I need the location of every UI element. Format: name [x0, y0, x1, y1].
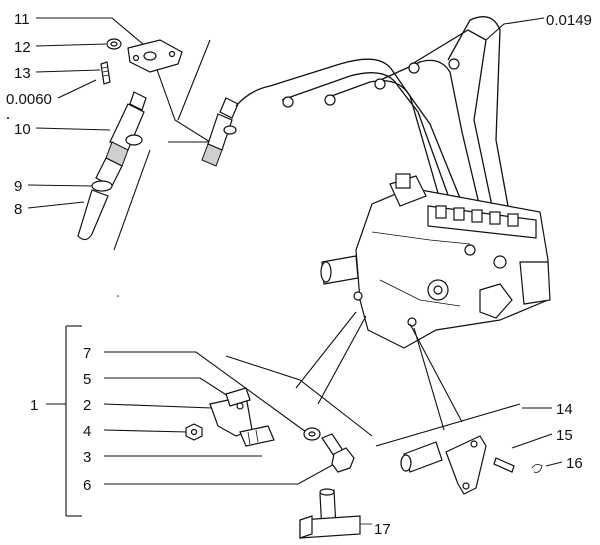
callout-9: 9	[14, 178, 22, 195]
callout-0060: 0.0060	[6, 91, 52, 108]
detail-frame-line-2	[375, 403, 521, 447]
injector-pointer-line	[149, 49, 212, 143]
leaders-lever-group	[511, 407, 563, 467]
callout-12: 12	[14, 39, 31, 56]
detail-frame-line-1	[225, 355, 373, 437]
callout-7: 7	[83, 345, 91, 362]
callout-13: 13	[14, 65, 31, 82]
callout-10: 10	[14, 121, 31, 138]
injector-bracket-upper	[177, 39, 211, 121]
callout-11: 11	[14, 11, 30, 28]
scan-speck	[117, 295, 119, 297]
callout-0149: 0.0149	[546, 12, 592, 29]
injection-pipes	[235, 16, 509, 209]
callout-8: 8	[14, 201, 22, 218]
callout-6: 6	[83, 477, 91, 494]
item-17-bracket	[299, 488, 372, 539]
callout-4: 4	[83, 423, 91, 440]
injector-right	[201, 97, 239, 167]
injector-bracket-lower	[113, 149, 151, 251]
leaders-bracket-group	[103, 351, 339, 485]
callout-2: 2	[83, 397, 91, 414]
injection-pump	[320, 173, 551, 349]
scan-speck	[7, 117, 9, 119]
leaders-injector	[27, 17, 151, 209]
callout-17: 17	[374, 521, 391, 538]
throttle-bracket-parts	[185, 387, 355, 473]
callout-14: 14	[556, 401, 573, 418]
callout-16: 16	[566, 455, 583, 472]
callout-3: 3	[83, 449, 91, 466]
lever-parts	[400, 435, 543, 495]
leader-0149	[485, 17, 545, 41]
callout-5: 5	[83, 371, 91, 388]
callout-15: 15	[556, 427, 573, 444]
pump-pointer-lines	[295, 311, 463, 431]
callout-1: 1	[30, 397, 38, 414]
injector-assembly	[77, 38, 183, 241]
